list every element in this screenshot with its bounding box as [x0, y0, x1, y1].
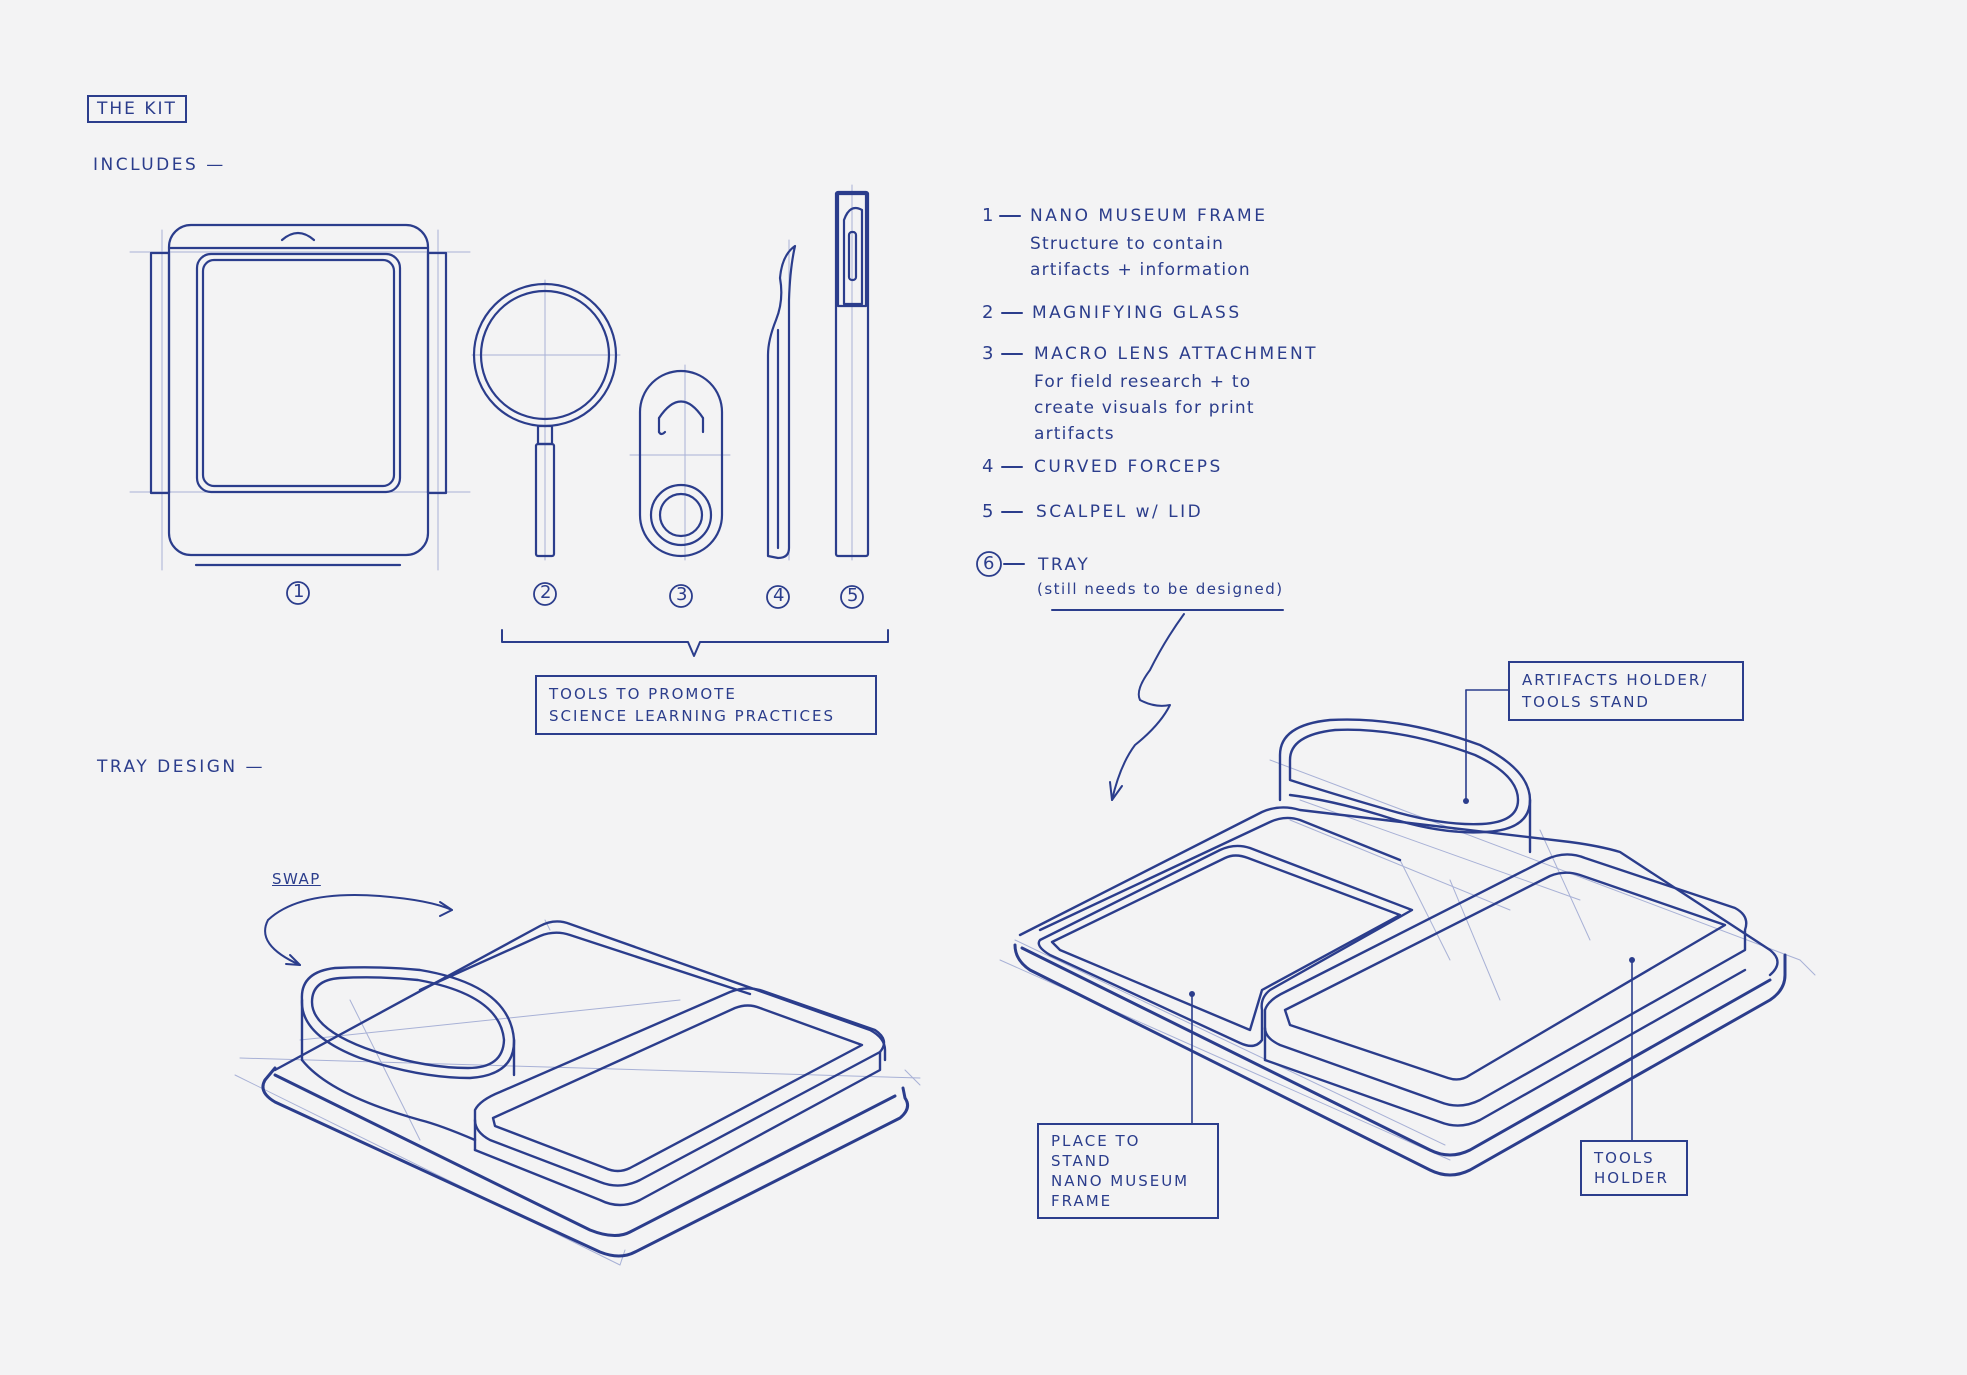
item-number-1: 1 [293, 581, 306, 602]
kit-list-desc-1a: Structure to contain [1030, 234, 1224, 254]
swap-arrow [265, 895, 452, 965]
kit-list-title-1: NANO MUSEUM FRAME [1030, 206, 1267, 226]
callout-tools-line-2: HOLDER [1594, 1168, 1674, 1188]
kit-list-title-3: MACRO LENS ATTACHMENT [1034, 344, 1318, 364]
includes-text: INCLUDES [93, 155, 198, 175]
kit-list-title-2: MAGNIFYING GLASS [1032, 303, 1242, 323]
callout-artifacts-line-2: TOOLS STAND [1522, 691, 1730, 713]
item-number-3: 3 [676, 584, 689, 605]
item-number-4: 4 [773, 585, 786, 606]
item-number-5: 5 [847, 585, 860, 606]
tray-design-text: TRAY DESIGN [97, 757, 238, 777]
item-number-2: 2 [540, 582, 553, 603]
page-title: THE KIT [87, 95, 187, 123]
callout-place-line-2: NANO MUSEUM [1051, 1171, 1205, 1191]
tools-bracket [502, 630, 888, 656]
kit-list-number-4: 4 [982, 456, 995, 477]
callout-place-to-stand: PLACE TO STAND NANO MUSEUM FRAME [1037, 1123, 1219, 1219]
kit-list-number-3: 3 [982, 343, 995, 364]
kit-list-number-6: 6 [983, 553, 996, 574]
kit-list-title-5: SCALPEL w/ LID [1036, 502, 1203, 522]
kit-list-desc-3b: create visuals for print [1034, 398, 1255, 418]
kit-list-desc-3c: artifacts [1034, 424, 1115, 444]
kit-list-desc-1b: artifacts + information [1030, 260, 1251, 280]
curved-forceps-drawing [768, 246, 795, 558]
tray-arrow [1052, 610, 1283, 800]
callout-place-line-1: PLACE TO STAND [1051, 1131, 1205, 1171]
kit-list-title-4: CURVED FORCEPS [1034, 457, 1223, 477]
tools-note-line-2: SCIENCE LEARNING PRACTICES [549, 705, 863, 727]
left-tray-drawing [235, 920, 920, 1265]
callout-artifacts-holder: ARTIFACTS HOLDER/ TOOLS STAND [1508, 661, 1744, 721]
kit-list-number-1: 1 [982, 205, 995, 226]
list-dashes [1000, 216, 1024, 564]
callout-tools-line-1: TOOLS [1594, 1148, 1674, 1168]
kit-list-title-6: TRAY [1038, 555, 1090, 575]
swap-label: SWAP [272, 870, 321, 888]
includes-label: INCLUDES — [93, 155, 226, 175]
tray-design-label: TRAY DESIGN — [97, 757, 265, 777]
tools-note: TOOLS TO PROMOTE SCIENCE LEARNING PRACTI… [535, 675, 877, 735]
callout-artifacts-line-1: ARTIFACTS HOLDER/ [1522, 669, 1730, 691]
tools-note-line-1: TOOLS TO PROMOTE [549, 683, 863, 705]
macro-lens-drawing [640, 371, 722, 556]
kit-list-desc-6: (still needs to be designed) [1037, 580, 1284, 598]
kit-list-number-2: 2 [982, 302, 995, 323]
callout-place-line-3: FRAME [1051, 1191, 1205, 1211]
right-tray-drawing [1000, 720, 1815, 1175]
kit-list-number-5: 5 [982, 501, 995, 522]
nano-museum-frame-drawing [151, 225, 446, 565]
callout-tools-holder: TOOLS HOLDER [1580, 1140, 1688, 1196]
item-number-circles [287, 552, 1001, 608]
kit-list-desc-3a: For field research + to [1034, 372, 1251, 392]
construction-lines [130, 185, 852, 570]
